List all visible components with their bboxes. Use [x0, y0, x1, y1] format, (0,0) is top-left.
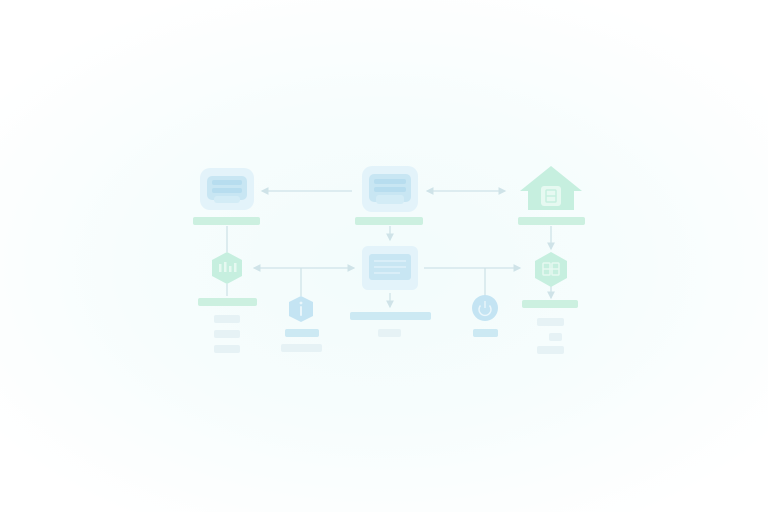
node-power-circle[interactable] — [472, 295, 498, 321]
bar-chart-icon — [219, 262, 237, 272]
label-top-left-database — [193, 217, 260, 225]
database-icon — [207, 176, 247, 203]
home-icon — [541, 186, 561, 206]
sublabel-storage-3 — [537, 346, 564, 354]
database-icon — [369, 174, 411, 204]
sublabel-storage-2 — [549, 333, 562, 341]
node-top-left-database[interactable] — [200, 168, 254, 210]
label-mid-right-storage — [522, 300, 578, 308]
label-mid-left-analytics — [198, 298, 257, 306]
node-info-hexagon[interactable] — [289, 296, 313, 322]
node-top-center-database[interactable] — [362, 166, 418, 212]
sublabel-analytics-1 — [214, 315, 240, 323]
storage-icon — [542, 262, 560, 276]
label-mid-center-server — [350, 312, 431, 320]
power-icon — [478, 301, 492, 317]
sublabel-power — [473, 329, 498, 337]
server-icon — [369, 254, 411, 280]
node-top-right-home[interactable] — [520, 166, 582, 210]
info-icon — [299, 301, 303, 316]
node-mid-left-analytics[interactable] — [212, 252, 242, 284]
sublabel-server — [378, 329, 401, 337]
node-mid-right-storage[interactable] — [535, 252, 567, 287]
node-mid-center-server[interactable] — [362, 246, 418, 290]
label-top-right-home — [518, 217, 585, 225]
sublabel-storage-1 — [537, 318, 564, 326]
sublabel-analytics-2 — [214, 330, 240, 338]
sublabel-info-2 — [281, 344, 322, 352]
sublabel-analytics-3 — [214, 345, 240, 353]
sublabel-info-1 — [285, 329, 319, 337]
label-top-center-database — [355, 217, 423, 225]
